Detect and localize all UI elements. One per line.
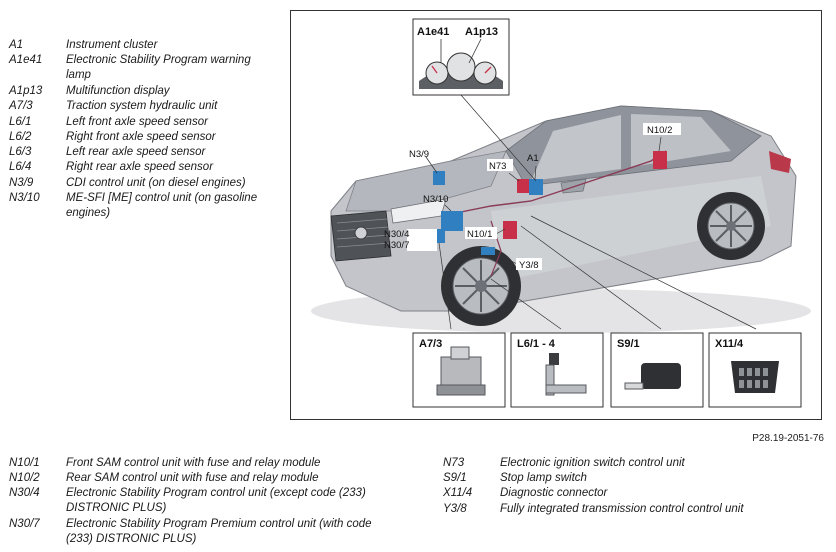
inset-x11-4: X11/4	[708, 332, 802, 408]
legend-code: N10/1	[9, 457, 40, 469]
callout-a1p13: A1p13	[465, 26, 498, 38]
legend-description: Electronic Stability Program control uni…	[66, 487, 366, 515]
legend-code: A1	[9, 39, 24, 51]
legend-description: ME-SFI [ME] control unit (on gasoline en…	[66, 192, 258, 219]
callout-a1: A1	[527, 153, 539, 164]
legend-item: N10/2 Rear SAM control unit with fuse and…	[9, 471, 391, 486]
legend-item: L6/2 Right front axle speed sensor	[9, 130, 266, 145]
a1-unit	[529, 179, 543, 195]
inset-x11-4-label: X11/4	[715, 338, 744, 350]
legend-item: Y3/8 Fully integrated transmission contro…	[443, 502, 800, 517]
legend-item: S9/1 Stop lamp switch	[443, 471, 800, 486]
legend-item: N73 Electronic ignition switch control un…	[443, 456, 800, 471]
legend-item: L6/1 Left front axle speed sensor	[9, 115, 266, 130]
car-illustration	[311, 105, 811, 333]
legend-description: Right front axle speed sensor	[66, 130, 216, 143]
legend-item: A1e41 Electronic Stability Program warnin…	[9, 53, 266, 83]
legend-item: A7/3 Traction system hydraulic unit	[9, 99, 266, 114]
legend-description: Instrument cluster	[66, 39, 158, 51]
legend-item: L6/4 Right rear axle speed sensor	[9, 160, 266, 175]
callout-labels: A1e41 A1p13 N3/9 N73 A1 N10/2 N3/10 N30/…	[384, 26, 681, 271]
legend-description: Rear SAM control unit with fuse and rela…	[66, 472, 319, 485]
callout-n30-4: N30/4	[384, 229, 409, 240]
legend-code: N3/10	[9, 192, 40, 204]
leader-lines	[418, 94, 757, 330]
legend-description: Traction system hydraulic unit	[66, 100, 218, 113]
legend-code: X11/4	[443, 487, 473, 500]
legend-description: Right rear axle speed sensor	[66, 161, 214, 174]
n10-1-unit	[503, 221, 517, 239]
figure-frame: A1e41 A1p13 N3/9 N73 A1 N10/2 N3/10 N30/…	[290, 10, 822, 420]
legend-code: N73	[443, 457, 465, 469]
front-wheel	[441, 246, 521, 326]
legend-code: A1e41	[9, 54, 43, 67]
legend-description: Front SAM control unit with fuse and rel…	[66, 457, 321, 469]
instrument-cluster-inset	[412, 18, 510, 96]
inset-a7-3-label: A7/3	[419, 338, 442, 350]
legend-description: Left rear axle speed sensor	[66, 146, 206, 159]
n73-unit	[517, 179, 529, 193]
car-diagram: A1e41 A1p13 N3/9 N73 A1 N10/2 N3/10 N30/…	[311, 18, 811, 408]
inset-l6: L6/1 - 4	[510, 332, 604, 408]
legend-code: N30/7	[9, 517, 40, 530]
legend-code: N3/9	[9, 176, 34, 189]
legend-description: Multifunction display	[66, 84, 170, 97]
callout-n3-9: N3/9	[409, 149, 429, 160]
legend-item: A1 Instrument cluster	[9, 38, 266, 53]
legend-description: CDI control unit (on diesel engines)	[66, 176, 246, 189]
callout-n10-1: N10/1	[467, 229, 492, 240]
legend-code: N10/2	[9, 472, 40, 485]
legend-description: Fully integrated transmission control co…	[500, 502, 744, 515]
legend-description: Stop lamp switch	[500, 472, 587, 485]
legend-item: N3/10 ME-SFI [ME] control unit (on gasoli…	[9, 191, 266, 221]
callout-n10-2: N10/2	[647, 125, 672, 136]
legend-item: X11/4 Diagnostic connector	[443, 486, 800, 501]
legend-code: A1p13	[9, 84, 43, 97]
legend-code: N30/4	[9, 487, 40, 500]
legend-item: N10/1 Front SAM control unit with fuse an…	[9, 456, 391, 471]
figure-reference: P28.19-2051-76	[752, 433, 824, 444]
callout-y3-8: Y3/8	[519, 260, 539, 271]
legend-code: L6/1	[9, 115, 32, 128]
legend-code: L6/2	[9, 130, 32, 143]
legend-code: L6/4	[9, 161, 32, 174]
inset-s9-1: S9/1	[610, 332, 704, 408]
inset-s9-1-label: S9/1	[617, 338, 640, 350]
y3-8-unit	[481, 247, 495, 255]
callout-n73: N73	[489, 161, 506, 172]
legend-description: Left front axle speed sensor	[66, 115, 208, 128]
legend-description: Electronic ignition switch control unit	[500, 457, 685, 469]
callout-a1e41: A1e41	[417, 26, 449, 38]
n3-10-unit	[441, 211, 463, 231]
inset-a7-3: A7/3	[412, 332, 506, 408]
legend-code: L6/3	[9, 146, 32, 159]
legend-code: S9/1	[443, 472, 467, 485]
legend-item: N3/9 CDI control unit (on diesel engines)	[9, 176, 266, 191]
n10-2-unit	[653, 151, 667, 169]
inset-l6-label: L6/1 - 4	[517, 338, 556, 350]
legend-item: A1p13 Multifunction display	[9, 84, 266, 99]
legend-code: Y3/8	[443, 502, 467, 515]
legend-description: Electronic Stability Program warning lam…	[66, 54, 251, 82]
legend-description: Electronic Stability Program Premium con…	[66, 517, 372, 545]
n3-9-unit	[433, 171, 445, 185]
legend-description: Diagnostic connector	[500, 487, 608, 500]
legend-item: N30/4 Electronic Stability Program contro…	[9, 486, 391, 516]
callout-n3-10: N3/10	[423, 194, 448, 205]
legend-item: L6/3 Left rear axle speed sensor	[9, 145, 266, 160]
rear-wheel	[697, 192, 765, 260]
legend-code: A7/3	[9, 100, 33, 113]
callout-n30-7: N30/7	[384, 240, 409, 251]
legend-item: N30/7 Electronic Stability Program Premiu…	[9, 517, 391, 547]
